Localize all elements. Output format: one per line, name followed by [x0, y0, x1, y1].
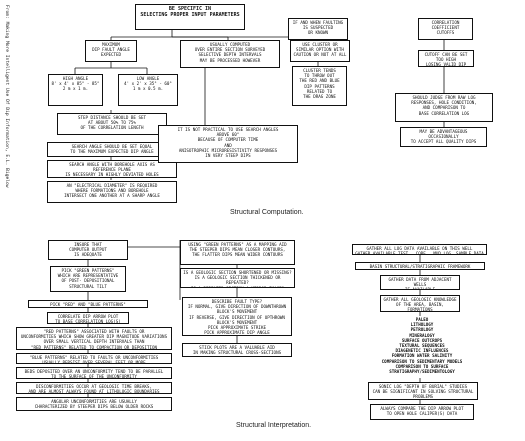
high-angle-box: HIGH ANGLE 8' x 4' x 85° - 85° 2 m x 1 m…	[48, 74, 103, 106]
max-dip-box: MAXIMUM DIP FAULT ANGLE EXPECTED	[85, 40, 137, 62]
low-angle-box: LOW ANGLE 4' x 2' x 35° - 60° 1 m x 0.5 …	[118, 74, 178, 106]
correlation-cutoffs-box: CORRELATION COEFFICIENT CUTOFFS	[418, 18, 473, 40]
basin-box: BASIN STRUCTURAL/STRATIGRAPHIC FRAMEWORK	[355, 262, 485, 270]
step-distance-box: STEP DISTANCE SHOULD BE SET AT ABOUT 50%…	[57, 113, 167, 135]
beds-deposited-box: BEDS DEPOSITED OVER AN UNCONFORMITY TEND…	[16, 367, 172, 379]
not-practical-box: IT IS NOT PRACTICAL TO USE SEARCH ANGLES…	[158, 125, 298, 163]
geologic-knowledge-box: GATHER ALL GEOLOGIC KNOWLEDGE OF THE ARE…	[380, 295, 460, 312]
be-specific-box: BE SPECIFIC IN SELECTING PROPER INPUT PA…	[135, 4, 245, 30]
pick-red-blue-box: PICK "RED" AND "BLUE PATTERNS"	[28, 300, 148, 308]
angular-box: ANGULAR UNCONFORMITIES ARE USUALLY CHARA…	[16, 397, 172, 411]
search-axis-box: SEARCH ANGLE WITH BOREHOLE AXIS AS REFER…	[47, 160, 177, 178]
using-green-box: USING "GREEN PATTERNS" AS A MAPPING AID …	[180, 240, 295, 265]
sonic-box: SONIC LOG "DEPTH OF BURIAL" STUDIES CAN …	[368, 382, 478, 400]
red-patterns-box: "RED PATTERNS" ASSOCIATED WITH FAULTS OR…	[16, 327, 172, 350]
if-faulting-box: IF AND WHEN FAULTING IS SUSPECTED OR KNO…	[288, 18, 348, 40]
electrical-diameter-box: AN "ELECTRICAL DIAMETER" IS REQUIRED WHE…	[47, 181, 177, 203]
fault-type-box: DESCRIBE FAULT TYPE? IF NORMAL, GIVE DIR…	[182, 297, 292, 336]
use-cluster-box: USE CLUSTER OR SIMILAR OPTION WITH CAUTI…	[290, 40, 350, 62]
stick-plots-box: STICK PLOTS ARE A VALUABLE AID IN MAKING…	[182, 343, 292, 357]
should-judge-box: SHOULD JUDGE FROM RAW LOG RESPONSES, HOL…	[395, 93, 493, 122]
usually-computed-box: USUALLY COMPUTED OVER ENTIRE SECTION SUR…	[180, 40, 280, 68]
pick-green-box: PICK "GREEN PATTERNS" WHICH ARE REPRESEN…	[50, 266, 126, 292]
shortened-box: IS A GEOLOGIC SECTION SHORTENED OR MISSI…	[180, 268, 295, 288]
disconformities-box: DISCONFORMITIES OCCUR AT GEOLOGIC TIME B…	[16, 382, 172, 394]
always-compare-box: ALWAYS COMPARE THE DIP ARROW PLOT TO OPE…	[370, 404, 474, 420]
adjacent-wells-box: GATHER DATA FROM ADJACENT WELLS IF AVAIL…	[380, 275, 460, 290]
gather-logs-box: GATHER ALL LOG DATA AVAILABLE ON THIS WE…	[352, 244, 487, 255]
cutoff-set-box: CUTOFF CAN BE SET TOO HIGH LOSING VALID …	[418, 50, 474, 67]
correlate-arrow-box: CORRELATE DIP ARROW PLOT TO BASE CORRELA…	[47, 312, 129, 324]
insure-box: INSURE THAT COMPUTER OUTPUT IS ADEQUATE	[48, 240, 128, 260]
may-be-advantageous-box: MAY BE ADVANTAGEOUS OCCASIONALLY TO ACCE…	[400, 127, 487, 147]
search-angle-box: SEARCH ANGLE SHOULD BE SET EQUAL TO THE …	[47, 142, 177, 157]
structural-computation-title: Structural Computation.	[230, 209, 304, 216]
cluster-tends-box: CLUSTER TENDS TO THROW OUT THE RED AND B…	[292, 66, 347, 106]
blue-patterns-box: "BLUE PATTERNS" RELATED TO FAULTS OR UNC…	[16, 353, 172, 364]
structural-interpretation-title: Structural Interpretation.	[236, 422, 312, 429]
paleo-list: PALEO LITHOLOGY PETROLOGY MINERALOGY SUR…	[360, 316, 484, 378]
